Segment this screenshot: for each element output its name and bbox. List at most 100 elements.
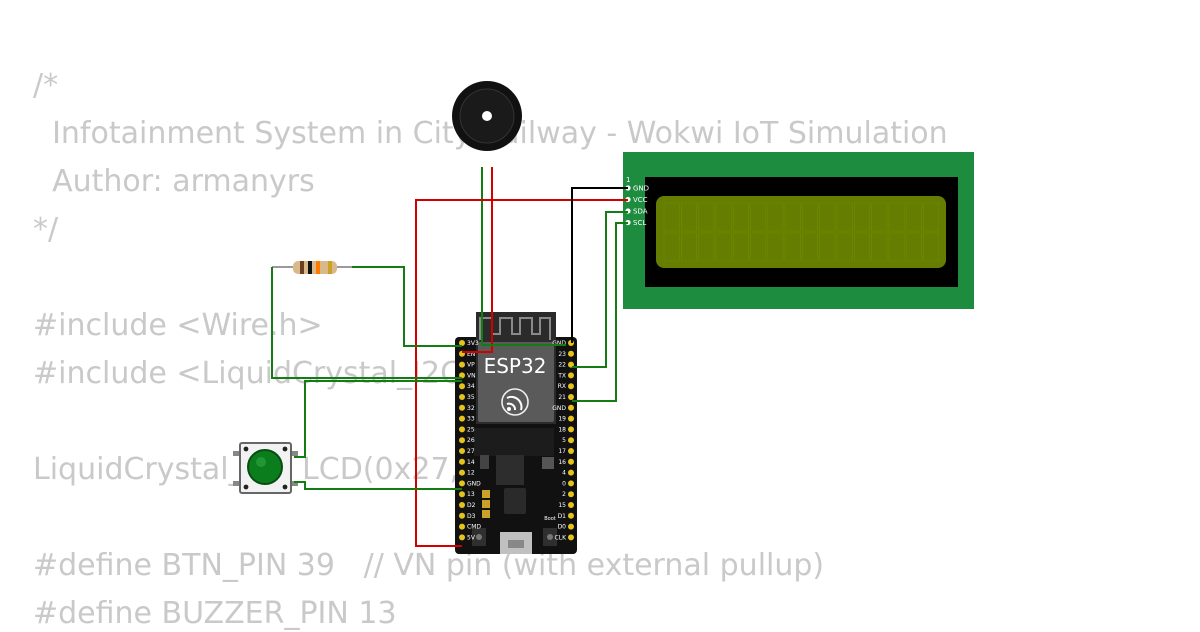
esp32-pin[interactable] <box>568 372 574 379</box>
esp32-pin[interactable] <box>459 394 465 400</box>
esp32-pin[interactable] <box>568 394 574 400</box>
lcd-char-cell <box>715 232 732 262</box>
esp32-pin[interactable] <box>568 458 574 465</box>
code-line: #define BTN_PIN 39 // VN pin (with exter… <box>33 548 825 583</box>
resistor-icon[interactable] <box>272 261 352 274</box>
esp32-pin[interactable] <box>459 437 465 444</box>
esp32-pin[interactable] <box>459 491 465 498</box>
lcd-char-cell <box>715 202 732 232</box>
lcd-vcc-wire <box>415 199 628 547</box>
esp32-pin[interactable] <box>459 523 465 530</box>
esp32-pin[interactable] <box>568 448 574 454</box>
code-line: Infotainment System in City Railway - Wo… <box>52 116 948 151</box>
esp32-pin-label: 23 <box>558 351 566 358</box>
espressif-logo-icon <box>501 388 529 416</box>
lcd-char-cell <box>802 202 819 232</box>
esp32-pin-label: 16 <box>558 459 566 466</box>
esp32-pin[interactable] <box>568 534 574 541</box>
esp32-pin[interactable] <box>459 372 465 379</box>
esp32-pin-label: GND <box>552 340 566 347</box>
esp32-chip-label: ESP32 <box>484 354 547 378</box>
esp32-pin-label: 15 <box>558 502 566 509</box>
esp32-pin-label: 14 <box>467 459 475 466</box>
lcd-char-cell <box>836 232 853 262</box>
esp32-left-pin-header: 3V3ENVPVN343532332526271412GND13D2D3CMD5… <box>459 340 481 541</box>
esp32-pin-label: TX <box>557 372 566 379</box>
esp32-pin[interactable] <box>568 502 574 508</box>
esp32-pin-label: D0 <box>558 524 567 531</box>
esp32-pin-label: D1 <box>558 513 567 520</box>
lcd-char-cell <box>853 202 870 232</box>
button-signal-wire <box>294 380 462 458</box>
esp32-pin[interactable] <box>568 437 574 444</box>
esp32-pin-label: 17 <box>558 448 566 455</box>
esp32-pin[interactable] <box>568 383 574 390</box>
esp32-pin-label: EN <box>467 351 475 358</box>
esp32-pin[interactable] <box>568 523 574 530</box>
lcd-char-cell <box>819 232 836 262</box>
boot-label: Boot <box>544 516 556 522</box>
boot-button[interactable] <box>543 528 557 546</box>
esp32-pin[interactable] <box>568 480 574 487</box>
esp32-pin-label: GND <box>467 480 481 487</box>
lcd-char-cell <box>923 202 940 232</box>
lcd-char-cell <box>767 232 784 262</box>
esp32-pin-label: 13 <box>467 491 475 498</box>
esp32-pin-label: 26 <box>467 437 475 444</box>
code-line: */ <box>33 212 59 247</box>
lcd-char-cell <box>888 202 905 232</box>
esp32-pin-label: RX <box>558 383 566 390</box>
esp32-pin-label: D3 <box>467 513 476 520</box>
esp32-pin[interactable] <box>459 458 465 465</box>
esp32-pin[interactable] <box>459 415 465 422</box>
esp32-pin-label: 2 <box>562 491 566 498</box>
esp32-board[interactable]: ESP32 Boot 3V3ENVPVN343532332526271412GN… <box>455 312 577 554</box>
esp32-pin[interactable] <box>568 512 574 519</box>
esp32-pin[interactable] <box>568 350 574 357</box>
lcd-char-cell <box>819 202 836 232</box>
lcd-char-cell <box>923 232 940 262</box>
buzzer-icon[interactable] <box>452 81 522 151</box>
esp32-pin[interactable] <box>568 404 574 411</box>
resistor-signal-wire <box>271 267 462 379</box>
pushbutton-icon[interactable] <box>233 442 298 494</box>
esp32-pin[interactable] <box>459 502 465 508</box>
esp32-pin-label: 35 <box>467 394 475 401</box>
esp32-pin[interactable] <box>568 426 574 433</box>
esp32-pin-label: 5 <box>562 437 566 444</box>
esp32-pin-label: CLK <box>555 534 568 541</box>
esp32-pin[interactable] <box>568 469 574 476</box>
buzzer-positive-wire <box>462 167 493 353</box>
en-button[interactable] <box>472 528 486 546</box>
code-line: /* <box>33 68 59 103</box>
lcd-char-cell <box>767 202 784 232</box>
buzzer-ground-wire <box>481 167 566 346</box>
lcd-char-cell <box>698 202 715 232</box>
lcd-char-cell <box>888 232 905 262</box>
esp32-pin[interactable] <box>459 469 465 476</box>
esp32-pin[interactable] <box>568 415 574 422</box>
lcd-char-cell <box>802 232 819 262</box>
lcd-char-cell <box>680 232 697 262</box>
lcd-gnd-wire <box>571 187 628 343</box>
esp32-pin[interactable] <box>459 340 465 346</box>
esp32-pin[interactable] <box>459 480 465 487</box>
esp32-pin[interactable] <box>459 448 465 454</box>
lcd-char-cell <box>663 202 680 232</box>
esp32-pin-label: VN <box>467 372 476 379</box>
esp32-pin[interactable] <box>459 534 465 541</box>
esp32-pin[interactable] <box>459 512 465 519</box>
esp32-pin-label: 34 <box>467 383 475 390</box>
esp32-pin-label: 18 <box>558 426 566 433</box>
esp32-pin[interactable] <box>459 426 465 433</box>
lcd-char-cell <box>698 232 715 262</box>
lcd-char-cell <box>784 202 801 232</box>
code-line: #define BUZZER_PIN 13 <box>33 596 397 631</box>
esp32-pin[interactable] <box>459 361 465 368</box>
esp32-pin[interactable] <box>459 383 465 390</box>
esp32-pin[interactable] <box>568 491 574 498</box>
esp32-pin[interactable] <box>459 404 465 411</box>
